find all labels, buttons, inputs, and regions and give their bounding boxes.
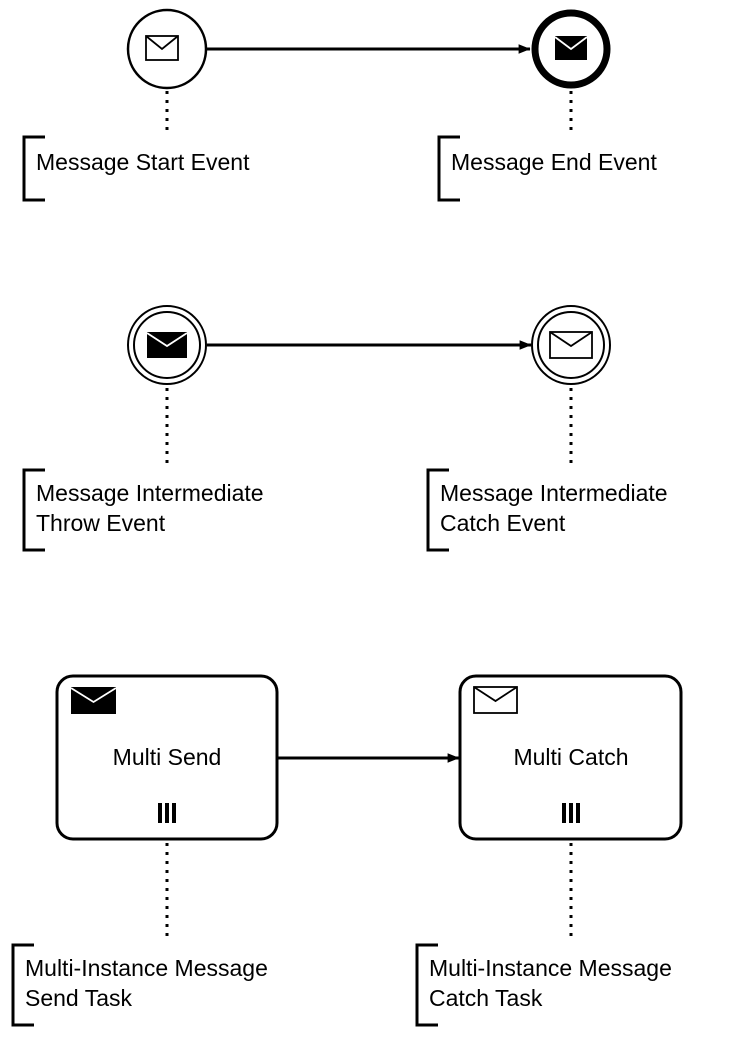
- annotation-line: Catch Task: [429, 985, 543, 1011]
- multi-send-task[interactable]: Multi Send: [55, 674, 279, 841]
- annotation-line: Message Start Event: [36, 149, 250, 175]
- parallel-multi-instance-icon: [562, 803, 580, 823]
- text-annotation-intermediate-catch[interactable]: Message Intermediate Catch Event: [426, 468, 668, 552]
- text-annotation-multi-catch[interactable]: Multi-Instance Message Catch Task: [415, 943, 672, 1027]
- annotation-line: Throw Event: [36, 510, 166, 536]
- annotation-line: Catch Event: [440, 510, 566, 536]
- envelope-filled-icon: [146, 332, 188, 358]
- text-annotation-multi-send[interactable]: Multi-Instance Message Send Task: [11, 943, 268, 1027]
- task-name: Multi Send: [113, 744, 222, 770]
- annotation-line: Send Task: [25, 985, 132, 1011]
- message-end-event[interactable]: [531, 9, 611, 89]
- message-intermediate-catch-event[interactable]: [531, 305, 611, 385]
- annotation-line: Multi-Instance Message: [25, 955, 268, 981]
- envelope-filled-icon: [554, 36, 588, 60]
- envelope-outline-icon: [473, 686, 518, 714]
- parallel-multi-instance-icon: [158, 803, 176, 823]
- annotation-line: Message Intermediate: [440, 480, 668, 506]
- annotation-line: Multi-Instance Message: [429, 955, 672, 981]
- text-annotation-message-start[interactable]: Message Start Event: [22, 135, 250, 202]
- text-annotation-message-end[interactable]: Message End Event: [437, 135, 657, 202]
- annotation-line: Message End Event: [451, 149, 657, 175]
- multi-catch-task[interactable]: Multi Catch: [458, 674, 683, 841]
- task-name: Multi Catch: [513, 744, 628, 770]
- envelope-outline-icon: [145, 35, 179, 61]
- message-start-event[interactable]: [126, 8, 208, 90]
- message-intermediate-throw-event[interactable]: [127, 305, 207, 385]
- text-annotation-intermediate-throw[interactable]: Message Intermediate Throw Event: [22, 468, 264, 552]
- envelope-outline-icon: [549, 331, 593, 359]
- envelope-filled-icon: [70, 687, 117, 714]
- annotation-line: Message Intermediate: [36, 480, 264, 506]
